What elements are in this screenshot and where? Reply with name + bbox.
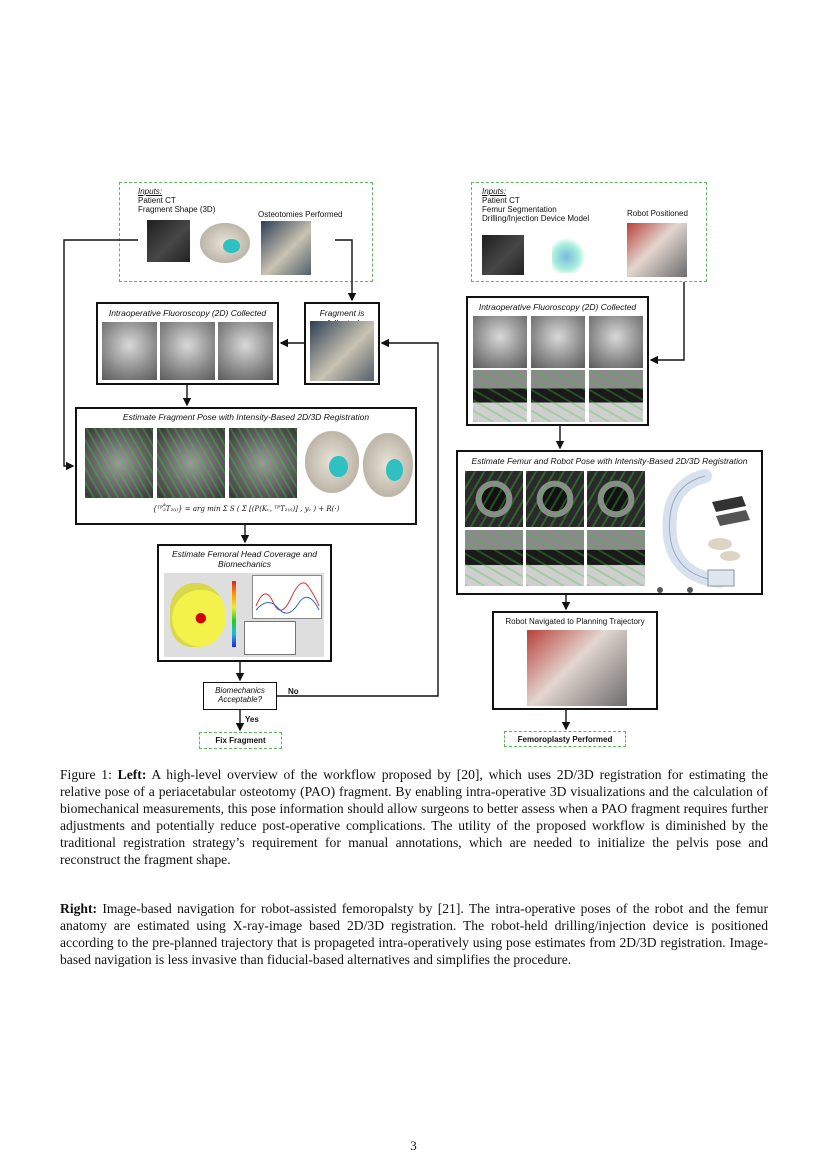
right-reg-3 <box>587 471 645 527</box>
femoroplasty-label: Femoroplasty Performed <box>517 735 613 744</box>
caption-right-text: Image-based navigation for robot-assiste… <box>60 901 768 968</box>
robot-photo <box>627 223 687 277</box>
left-input-ct: Patient CT <box>138 196 176 205</box>
figure-label: Figure 1: <box>60 767 118 782</box>
caption-left-text: A high-level overview of the workflow pr… <box>60 767 768 868</box>
c-arm-model <box>657 469 750 593</box>
osteotomy-photo <box>261 221 311 275</box>
right-inputs-box: Inputs: Patient CT Femur Segmentation Dr… <box>471 182 707 282</box>
pelvis-3d-model-1 <box>305 431 359 493</box>
osteotomies-label: Osteotomies Performed <box>258 210 343 219</box>
fragment-adjusted-box: Fragment is Adjusted <box>304 302 380 385</box>
right-fluoro-6 <box>589 370 643 422</box>
right-fluoro-4 <box>473 370 527 422</box>
right-reg-2 <box>526 471 584 527</box>
right-fluoro-2 <box>531 316 585 368</box>
right-estimate-title: Estimate Femur and Robot Pose with Inten… <box>471 456 748 466</box>
fluoro-image-1 <box>102 322 157 380</box>
registration-image-3 <box>229 428 297 498</box>
navigation-photo <box>527 630 627 706</box>
femoral-head-model <box>170 583 226 647</box>
right-fluoro-1 <box>473 316 527 368</box>
biomechanics-plot <box>252 575 322 619</box>
registration-image-1 <box>85 428 153 498</box>
registration-formula: {ᵀᴾ₂̃̂T₂₍ᵢ₎} = arg min Σ S ( Σ [(P(Kᵥ, ᵀ… <box>152 505 340 513</box>
right-input-ct: Patient CT <box>482 196 520 205</box>
right-fluoro-box: Intraoperative Fluoroscopy (2D) Collecte… <box>466 296 649 426</box>
pelvis-3d-model-2 <box>363 433 413 497</box>
right-estimate-box: Estimate Femur and Robot Pose with Inten… <box>456 450 763 595</box>
coverage-panel <box>164 573 324 657</box>
left-estimate-box: Estimate Fragment Pose with Intensity-Ba… <box>75 407 417 525</box>
figure-caption-right: Right: Image-based navigation for robot-… <box>60 900 768 968</box>
right-fluoro-3 <box>589 316 643 368</box>
right-ct-image <box>482 235 524 275</box>
left-fluoro-box: Intraoperative Fluoroscopy (2D) Collecte… <box>96 302 279 385</box>
coverage-controls <box>244 621 296 655</box>
left-estimate-title: Estimate Fragment Pose with Intensity-Ba… <box>122 412 370 422</box>
navigated-box: Robot Navigated to Planning Trajectory <box>492 611 658 710</box>
color-scale <box>232 581 236 647</box>
robot-positioned-label: Robot Positioned <box>627 209 688 218</box>
left-ct-image <box>147 220 190 262</box>
navigated-title: Robot Navigated to Planning Trajectory <box>505 617 645 626</box>
flow-arrows <box>63 239 685 732</box>
pelvis-fragment-model <box>200 223 250 263</box>
coverage-title: Estimate Femoral Head Coverage and Biome… <box>171 549 318 569</box>
decision-box: Biomechanics Acceptable? <box>203 682 277 710</box>
right-reg-6 <box>587 530 645 586</box>
yes-label: Yes <box>245 715 259 724</box>
coverage-box: Estimate Femoral Head Coverage and Biome… <box>157 544 332 662</box>
device-model <box>552 233 588 273</box>
femoroplasty-box: Femoroplasty Performed <box>504 731 626 747</box>
right-input-device: Drilling/Injection Device Model <box>482 214 590 223</box>
right-input-femur: Femur Segmentation <box>482 205 557 214</box>
left-input-fragment: Fragment Shape (3D) <box>138 205 216 214</box>
caption-left-bold: Left: <box>117 767 147 782</box>
left-fluoro-title: Intraoperative Fluoroscopy (2D) Collecte… <box>108 308 267 318</box>
right-inputs-heading: Inputs: <box>482 187 507 196</box>
decision-label: Biomechanics Acceptable? <box>215 686 265 704</box>
fluoro-image-3 <box>218 322 273 380</box>
right-fluoro-5 <box>531 370 585 422</box>
page-number: 3 <box>410 1138 417 1153</box>
fix-fragment-box: Fix Fragment <box>199 732 282 749</box>
left-inputs-box: Inputs: Patient CT Fragment Shape (3D) O… <box>119 182 373 282</box>
right-reg-1 <box>465 471 523 527</box>
no-label: No <box>288 687 299 696</box>
fluoro-image-2 <box>160 322 215 380</box>
left-inputs-heading: Inputs: <box>138 187 163 196</box>
biomechanics-curves <box>255 582 320 614</box>
fix-fragment-label: Fix Fragment <box>215 736 266 745</box>
figure-caption-left: Figure 1: Left: A high-level overview of… <box>60 766 768 869</box>
surgery-photo <box>310 321 374 381</box>
caption-right-bold: Right: <box>60 901 98 916</box>
registration-image-2 <box>157 428 225 498</box>
right-reg-4 <box>465 530 523 586</box>
right-fluoro-title: Intraoperative Fluoroscopy (2D) Collecte… <box>478 302 637 312</box>
right-reg-5 <box>526 530 584 586</box>
